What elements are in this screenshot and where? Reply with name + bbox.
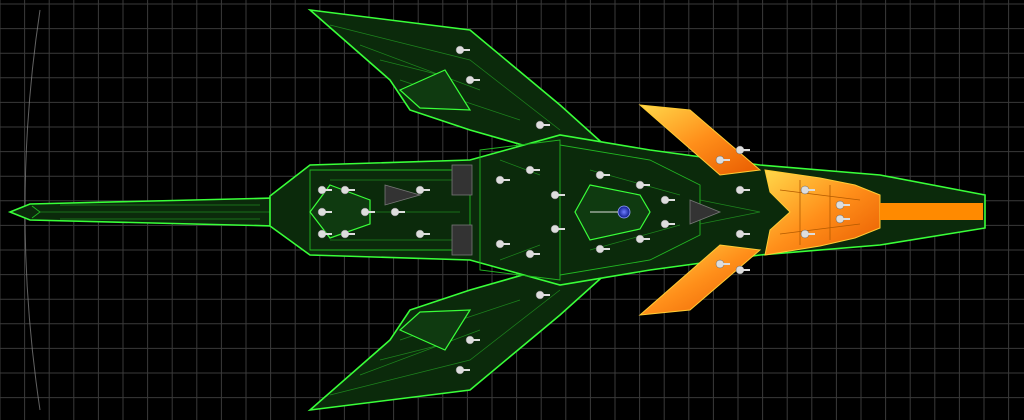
turret-icon[interactable] [390, 207, 400, 217]
turret-barrel [398, 211, 405, 213]
turret-icon[interactable] [635, 234, 645, 244]
turret-barrel [743, 189, 750, 191]
turret-icon[interactable] [317, 229, 327, 239]
turret-icon[interactable] [715, 259, 725, 269]
turret-barrel [743, 269, 750, 271]
turret-icon[interactable] [415, 229, 425, 239]
turret-barrel [723, 263, 730, 265]
lower-fin[interactable] [638, 244, 762, 316]
turret-barrel [743, 233, 750, 235]
bridge-core[interactable] [574, 184, 651, 241]
turret-icon[interactable] [465, 335, 475, 345]
turret-barrel [348, 233, 355, 235]
turret-icon[interactable] [317, 185, 327, 195]
turret-barrel [743, 149, 750, 151]
turret-barrel [473, 79, 480, 81]
turret-icon[interactable] [455, 365, 465, 375]
turret-barrel [325, 233, 332, 235]
turret-icon[interactable] [525, 249, 535, 259]
lower-wing[interactable] [307, 269, 613, 412]
turret-icon[interactable] [535, 290, 545, 300]
turret-barrel [463, 369, 470, 371]
turret-barrel [808, 233, 815, 235]
turret-icon[interactable] [660, 219, 670, 229]
turret-barrel [368, 211, 375, 213]
spinal-spear[interactable] [7, 197, 276, 227]
turret-barrel [558, 194, 565, 196]
turret-barrel [503, 179, 510, 181]
turret-mounts [317, 45, 850, 375]
turret-barrel [723, 159, 730, 161]
turret-icon[interactable] [800, 229, 810, 239]
turret-icon[interactable] [465, 75, 475, 85]
turret-barrel [843, 204, 850, 206]
turret-barrel [503, 243, 510, 245]
turret-icon[interactable] [635, 180, 645, 190]
turret-barrel [423, 189, 430, 191]
engine-block[interactable] [764, 169, 983, 256]
turret-barrel [603, 248, 610, 250]
upper-wing[interactable] [307, 8, 613, 151]
turret-barrel [463, 49, 470, 51]
turret-barrel [533, 169, 540, 171]
turret-barrel [808, 189, 815, 191]
turret-barrel [668, 223, 675, 225]
turret-icon[interactable] [495, 239, 505, 249]
turret-icon[interactable] [595, 244, 605, 254]
weapon-bays [384, 164, 722, 256]
engine-thrust [880, 203, 983, 220]
turret-icon[interactable] [835, 214, 845, 224]
turret-icon[interactable] [455, 45, 465, 55]
turret-icon[interactable] [735, 185, 745, 195]
turret-icon[interactable] [525, 165, 535, 175]
turret-barrel [543, 294, 550, 296]
upper-fin[interactable] [638, 104, 762, 176]
turret-barrel [603, 174, 610, 176]
turret-icon[interactable] [800, 185, 810, 195]
core-orb [617, 205, 631, 219]
turret-barrel [558, 228, 565, 230]
turret-barrel [325, 189, 332, 191]
turret-barrel [543, 124, 550, 126]
turret-icon[interactable] [735, 265, 745, 275]
turret-icon[interactable] [535, 120, 545, 130]
turret-barrel [348, 189, 355, 191]
turret-icon[interactable] [735, 229, 745, 239]
turret-icon[interactable] [660, 195, 670, 205]
turret-icon[interactable] [415, 185, 425, 195]
turret-barrel [843, 218, 850, 220]
turret-icon[interactable] [495, 175, 505, 185]
turret-icon[interactable] [360, 207, 370, 217]
turret-icon[interactable] [735, 145, 745, 155]
turret-icon[interactable] [317, 207, 327, 217]
turret-barrel [643, 238, 650, 240]
turret-barrel [643, 184, 650, 186]
turret-barrel [533, 253, 540, 255]
turret-icon[interactable] [835, 200, 845, 210]
turret-icon[interactable] [550, 224, 560, 234]
turret-icon[interactable] [715, 155, 725, 165]
turret-icon[interactable] [550, 190, 560, 200]
turret-icon[interactable] [595, 170, 605, 180]
turret-barrel [325, 211, 332, 213]
turret-barrel [473, 339, 480, 341]
turret-icon[interactable] [340, 229, 350, 239]
turret-icon[interactable] [340, 185, 350, 195]
turret-barrel [668, 199, 675, 201]
turret-barrel [423, 233, 430, 235]
